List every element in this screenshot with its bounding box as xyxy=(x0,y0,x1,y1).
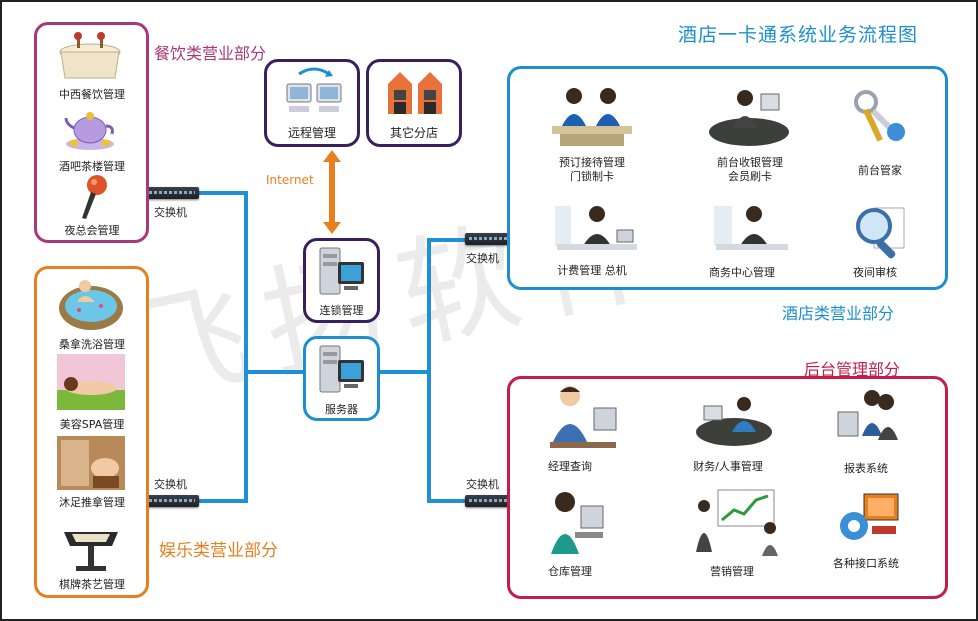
backoffice-item-4: 仓库管理 xyxy=(548,565,592,578)
wire-right-top xyxy=(427,238,467,242)
entertainment-item-4: 棋牌茶艺管理 xyxy=(59,578,125,591)
hotel-item-3: 前台管家 xyxy=(858,164,902,177)
marketing-icon xyxy=(696,489,778,556)
switch-label-dining: 交换机 xyxy=(154,206,187,219)
remote-management-label: 远程管理 xyxy=(287,126,336,140)
hotel-item-1-line2: 门锁制卡 xyxy=(570,170,614,183)
hotel-item-4: 计费管理 总机 xyxy=(557,264,627,277)
server-icon-2 xyxy=(319,345,364,393)
spa-icon xyxy=(57,354,125,410)
entertainment-item-2: 美容SPA管理 xyxy=(59,418,125,431)
backoffice-section-title: 后台管理部分 xyxy=(804,360,901,379)
internet-arrow xyxy=(323,150,341,234)
computers-icon xyxy=(286,67,342,112)
hotel-item-1-line1: 预订接待管理 xyxy=(559,156,625,169)
backoffice-item-6: 各种接口系统 xyxy=(833,557,899,570)
entertainment-item-3: 沐足推拿管理 xyxy=(59,496,125,509)
cashier-icon xyxy=(709,90,789,146)
interface-icon xyxy=(840,493,899,540)
wire-left-vertical xyxy=(244,191,248,503)
branch-box xyxy=(366,59,462,147)
magnifier-icon xyxy=(856,207,905,259)
switch-label-hotel: 交换机 xyxy=(466,252,499,265)
dining-item-2: 酒吧茶楼管理 xyxy=(59,160,125,173)
manager-icon xyxy=(550,386,617,448)
report-icon xyxy=(837,390,898,440)
chain-management-label: 连锁管理 xyxy=(319,304,364,317)
dining-section-title: 餐饮类营业部分 xyxy=(154,44,267,63)
switch-entertainment xyxy=(135,495,199,507)
hotel-section-title: 酒店类营业部分 xyxy=(782,304,895,323)
backoffice-section xyxy=(507,376,948,599)
entertainment-item-1: 桑拿洗浴管理 xyxy=(59,338,125,351)
wire-right-center xyxy=(378,370,428,374)
remote-management-box xyxy=(264,59,360,147)
dining-item-3: 夜总会管理 xyxy=(64,224,120,237)
wire-left-bottom xyxy=(198,499,246,503)
hotel-item-5: 商务中心管理 xyxy=(709,266,775,279)
server-icon xyxy=(319,247,364,295)
teapot-icon xyxy=(64,112,114,150)
warehouse-icon xyxy=(551,492,604,554)
business-center-icon xyxy=(714,206,788,250)
finance-icon xyxy=(696,397,772,446)
sauna-icon xyxy=(59,280,123,330)
wire-left-center xyxy=(246,370,308,374)
backoffice-item-3: 报表系统 xyxy=(844,462,888,475)
page-title: 酒店一卡通系统业务流程图 xyxy=(678,24,919,46)
hotel-item-2-line2: 会员刷卡 xyxy=(728,170,772,183)
switch-dining xyxy=(135,187,199,199)
branch-label: 其它分店 xyxy=(389,126,438,140)
keys-icon xyxy=(854,90,905,142)
wire-right-bottom xyxy=(427,499,467,503)
backoffice-item-2: 财务/人事管理 xyxy=(693,460,763,473)
hotel-item-6: 夜间审核 xyxy=(853,266,897,279)
mahjong-table-icon xyxy=(64,532,118,571)
entertainment-section-title: 娱乐类营业部分 xyxy=(159,541,278,561)
wire-right-vertical xyxy=(427,238,431,503)
dining-item-1: 中西餐饮管理 xyxy=(59,88,125,101)
wire-left-top xyxy=(198,191,246,195)
hotel-item-2-line1: 前台收银管理 xyxy=(717,156,783,169)
backoffice-item-1: 经理查询 xyxy=(548,460,592,473)
internet-label: Internet xyxy=(266,173,314,187)
reception-icon xyxy=(552,88,632,146)
backoffice-item-5: 营销管理 xyxy=(710,565,754,578)
operator-icon xyxy=(555,206,637,250)
switch-label-backoffice: 交换机 xyxy=(466,478,499,491)
server-box xyxy=(303,336,380,421)
switch-label-entertainment: 交换机 xyxy=(154,478,187,491)
table-icon xyxy=(59,32,121,79)
foot-massage-icon xyxy=(57,436,125,490)
server-label: 服务器 xyxy=(325,403,358,416)
microphone-icon xyxy=(82,175,107,219)
buildings-icon xyxy=(388,72,442,114)
